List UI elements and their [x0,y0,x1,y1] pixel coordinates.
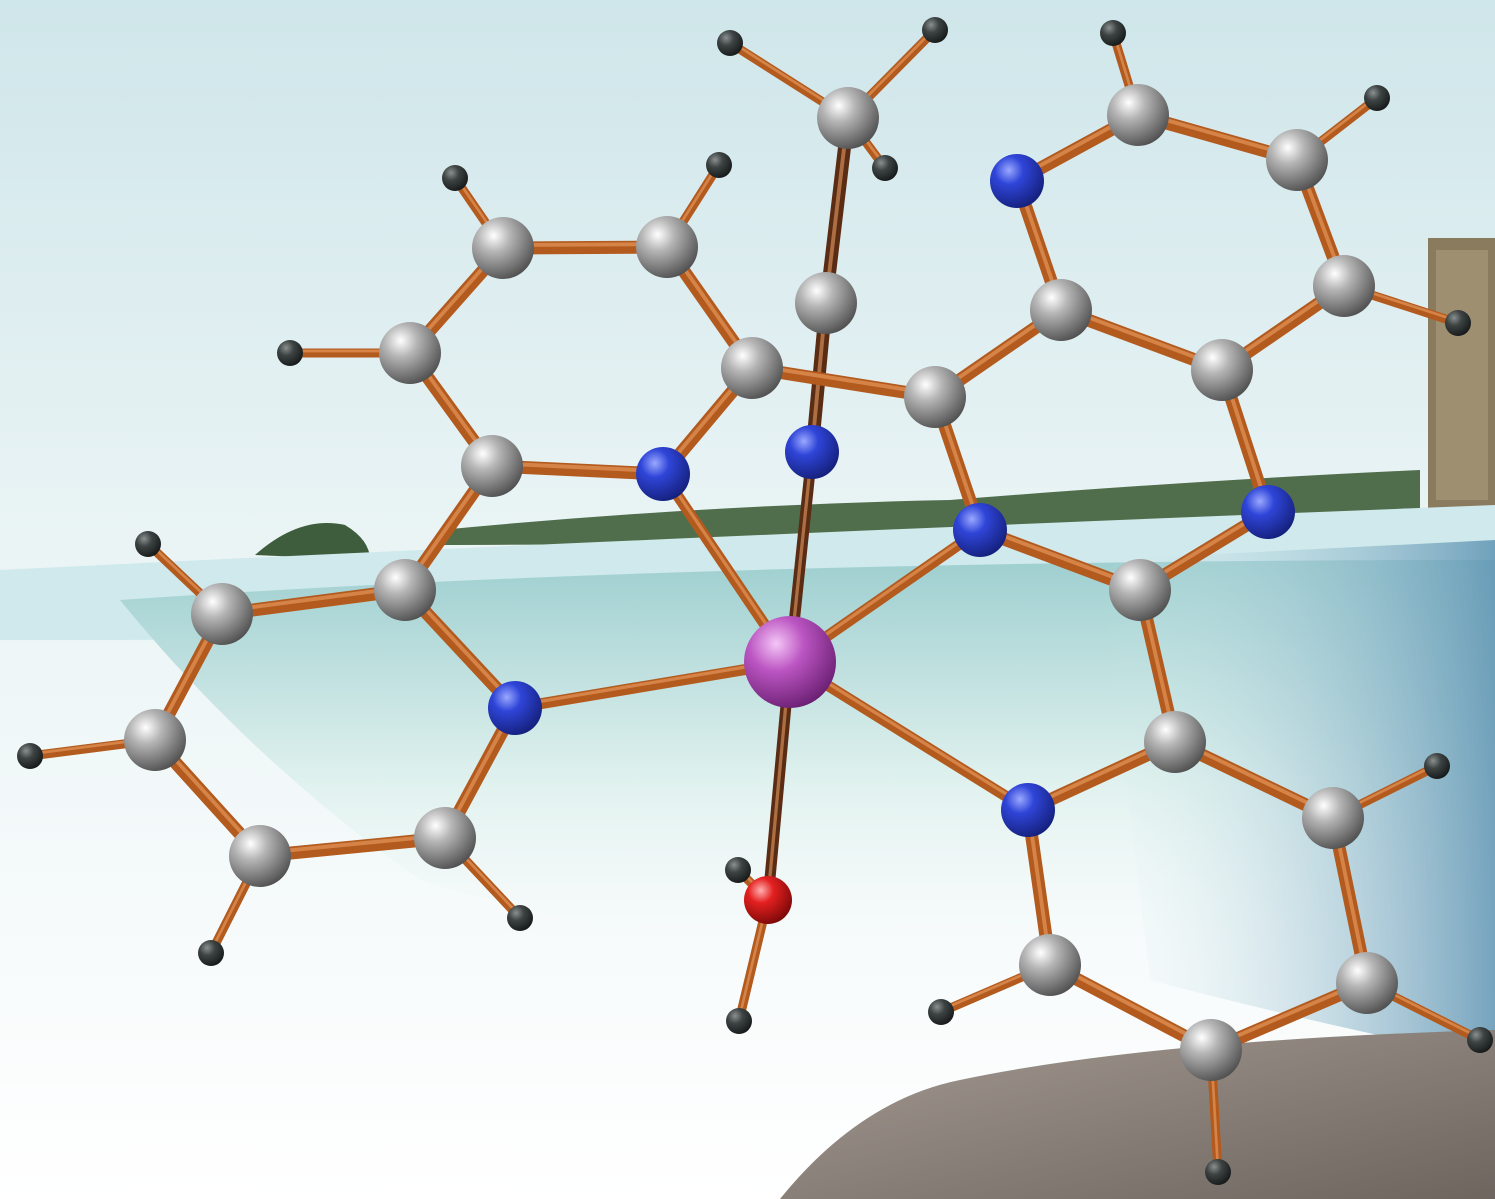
atom-layer [17,17,1493,1185]
nitrogen-atom-N6 [1241,485,1295,539]
hydrogen-atom-H13 [1100,20,1126,46]
hydrogen-atom-H4 [706,152,732,178]
hydrogen-atom-H16 [1424,753,1450,779]
carbon-atom-CR4 [1266,129,1328,191]
hydrogen-atom-H11 [725,857,751,883]
carbon-atom-CR9 [1302,787,1364,849]
hydrogen-atom-H18 [1205,1159,1231,1185]
carbon-atom-CR12 [1019,934,1081,996]
hydrogen-atom-H17 [1467,1027,1493,1053]
nitrogen-atom-NR1 [953,503,1007,557]
building [1428,238,1495,510]
hydrogen-atom-H15 [1445,310,1471,336]
carbon-atom-CR3 [1107,84,1169,146]
hydrogen-atom-H6 [277,340,303,366]
rock-outcrop [780,1030,1495,1199]
hydrogen-atom-H2 [717,30,743,56]
hydrogen-atom-H3 [872,155,898,181]
building-windows [1436,250,1488,500]
carbon-atom-CL4 [379,322,441,384]
hydrogen-atom-H19 [928,999,954,1025]
carbon-atom-CL7 [191,583,253,645]
hydrogen-atom-H10 [507,905,533,931]
hydrogen-atom-H12 [726,1008,752,1034]
carbon-atom-CR8 [1144,711,1206,773]
nitrogen-atom-Nax [785,425,839,479]
bond-M-NR2 [784,656,1034,816]
carbon-atom-CL2 [636,216,698,278]
carbon-atom-CR2 [1030,279,1092,341]
carbon-atom-CL3 [472,217,534,279]
carbon-atom-CR10 [1336,952,1398,1014]
nitrogen-atom-N5 [990,154,1044,208]
island [255,523,370,560]
hydrogen-atom-H14 [1364,85,1390,111]
hydrogen-atom-H8 [17,743,43,769]
carbon-atom-Cme [817,87,879,149]
hydrogen-atom-H1 [922,17,948,43]
carbon-atom-Cax [795,272,857,334]
nitrogen-atom-NR2 [1001,783,1055,837]
carbon-atom-CL6 [374,559,436,621]
carbon-atom-CL10 [414,807,476,869]
carbon-atom-CL1 [721,337,783,399]
hydrogen-atom-H9 [198,940,224,966]
hydrogen-atom-H7 [135,531,161,557]
carbon-atom-CL9 [229,825,291,887]
carbon-atom-CL8 [124,709,186,771]
metal-atom-M [744,616,836,708]
oxygen-atom-O [744,876,792,924]
carbon-atom-CL5 [461,435,523,497]
bond-M-NL2 [509,656,796,714]
hydrogen-atom-H5 [442,165,468,191]
nitrogen-atom-NL1 [636,447,690,501]
carbon-atom-CR6 [1191,339,1253,401]
nitrogen-atom-NL2 [488,681,542,735]
carbon-atom-CR1 [904,366,966,428]
carbon-atom-CR5 [1313,255,1375,317]
bond-highlight-M-NL2 [513,657,792,708]
carbon-atom-CR7 [1109,559,1171,621]
carbon-atom-CR11 [1180,1019,1242,1081]
